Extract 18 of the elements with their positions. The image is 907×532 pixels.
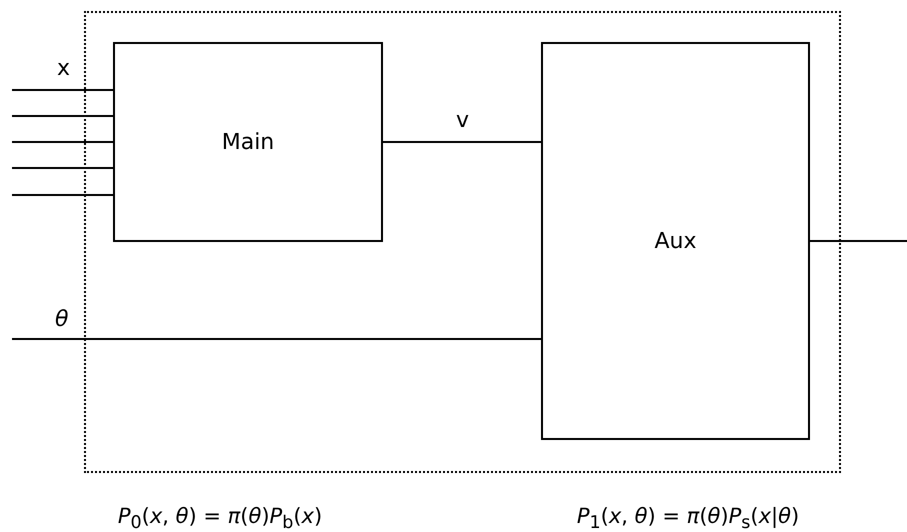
edge-label: x xyxy=(57,58,70,80)
connector-line xyxy=(12,89,113,91)
connector-line xyxy=(12,115,113,117)
connector-line xyxy=(12,141,113,143)
edge-label: θ xyxy=(55,309,68,331)
connector-line xyxy=(12,194,113,196)
box-label: Aux xyxy=(654,228,696,254)
connector-line xyxy=(12,338,541,340)
process-box xyxy=(541,42,810,440)
formula-text: P$_{0}$(x, θ) = π(θ)P$_{b}$(x) xyxy=(118,504,322,532)
formula-text: P$_{1}$(x, θ) = π(θ)P$_{s}$(x|θ) xyxy=(576,504,800,532)
connector-line xyxy=(12,167,113,169)
connector-line xyxy=(383,141,541,143)
connector-line xyxy=(810,240,907,242)
process-box xyxy=(113,42,383,242)
dotted-boundary-box xyxy=(84,11,841,473)
box-label: Main xyxy=(222,130,274,154)
edge-label: v xyxy=(456,110,470,132)
